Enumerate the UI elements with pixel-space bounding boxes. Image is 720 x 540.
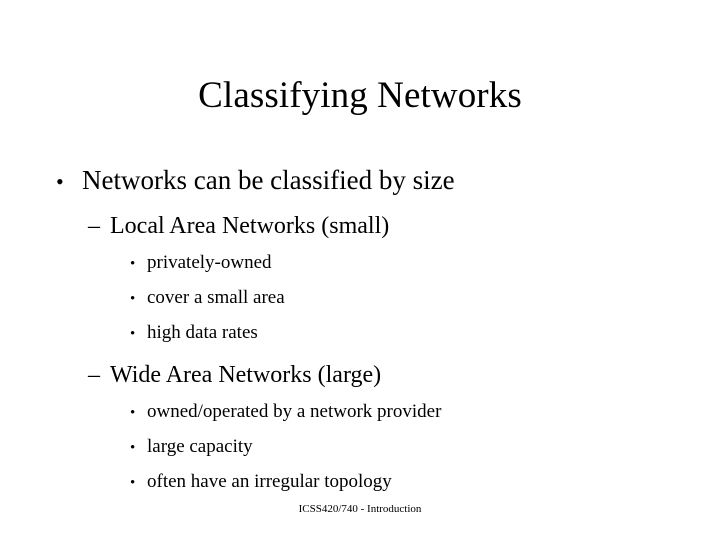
outline-item-level2: – Local Area Networks (small) <box>0 208 720 244</box>
bullet-dot-icon: • <box>130 405 136 421</box>
bullet-dot-icon: • <box>130 326 136 342</box>
outline-item-level3: • large capacity <box>0 430 720 465</box>
outline-item-label: privately-owned <box>147 252 272 273</box>
outline-item-level3: • owned/operated by a network provider <box>0 395 720 430</box>
bullet-dot-icon: • <box>56 169 64 194</box>
outline-item-level3: • often have an irregular topology <box>0 465 720 500</box>
outline-item-label: Networks can be classified by size <box>82 165 455 195</box>
outline-item-level3: • cover a small area <box>0 281 720 316</box>
slide-title: Classifying Networks <box>198 75 522 116</box>
bullet-dash-icon: – <box>88 213 100 239</box>
outline-item-label: large capacity <box>147 436 253 457</box>
outline-item-label: cover a small area <box>147 287 285 308</box>
bullet-dot-icon: • <box>130 475 136 491</box>
bullet-dot-icon: • <box>130 440 136 456</box>
outline-item-level2: – Wide Area Networks (large) <box>0 357 720 393</box>
outline-item-level1: • Networks can be classified by size <box>0 160 720 202</box>
bullet-dash-icon: – <box>88 362 100 388</box>
outline-item-label: owned/operated by a network provider <box>147 401 442 422</box>
outline-item-level3: • privately-owned <box>0 246 720 281</box>
outline-item-label: often have an irregular topology <box>147 471 392 492</box>
outline-group-lan: • privately-owned • cover a small area •… <box>0 246 720 351</box>
outline-item-label: Wide Area Networks (large) <box>110 362 382 388</box>
slide-body-outline: • Networks can be classified by size – L… <box>0 160 720 504</box>
slide-footer: ICSS420/740 - Introduction <box>298 503 422 515</box>
outline-item-label: high data rates <box>147 322 258 343</box>
outline-item-level3: • high data rates <box>0 316 720 351</box>
bullet-dot-icon: • <box>130 256 136 272</box>
outline-group-wan: • owned/operated by a network provider •… <box>0 395 720 500</box>
outline-item-label: Local Area Networks (small) <box>110 213 390 239</box>
bullet-dot-icon: • <box>130 291 136 307</box>
